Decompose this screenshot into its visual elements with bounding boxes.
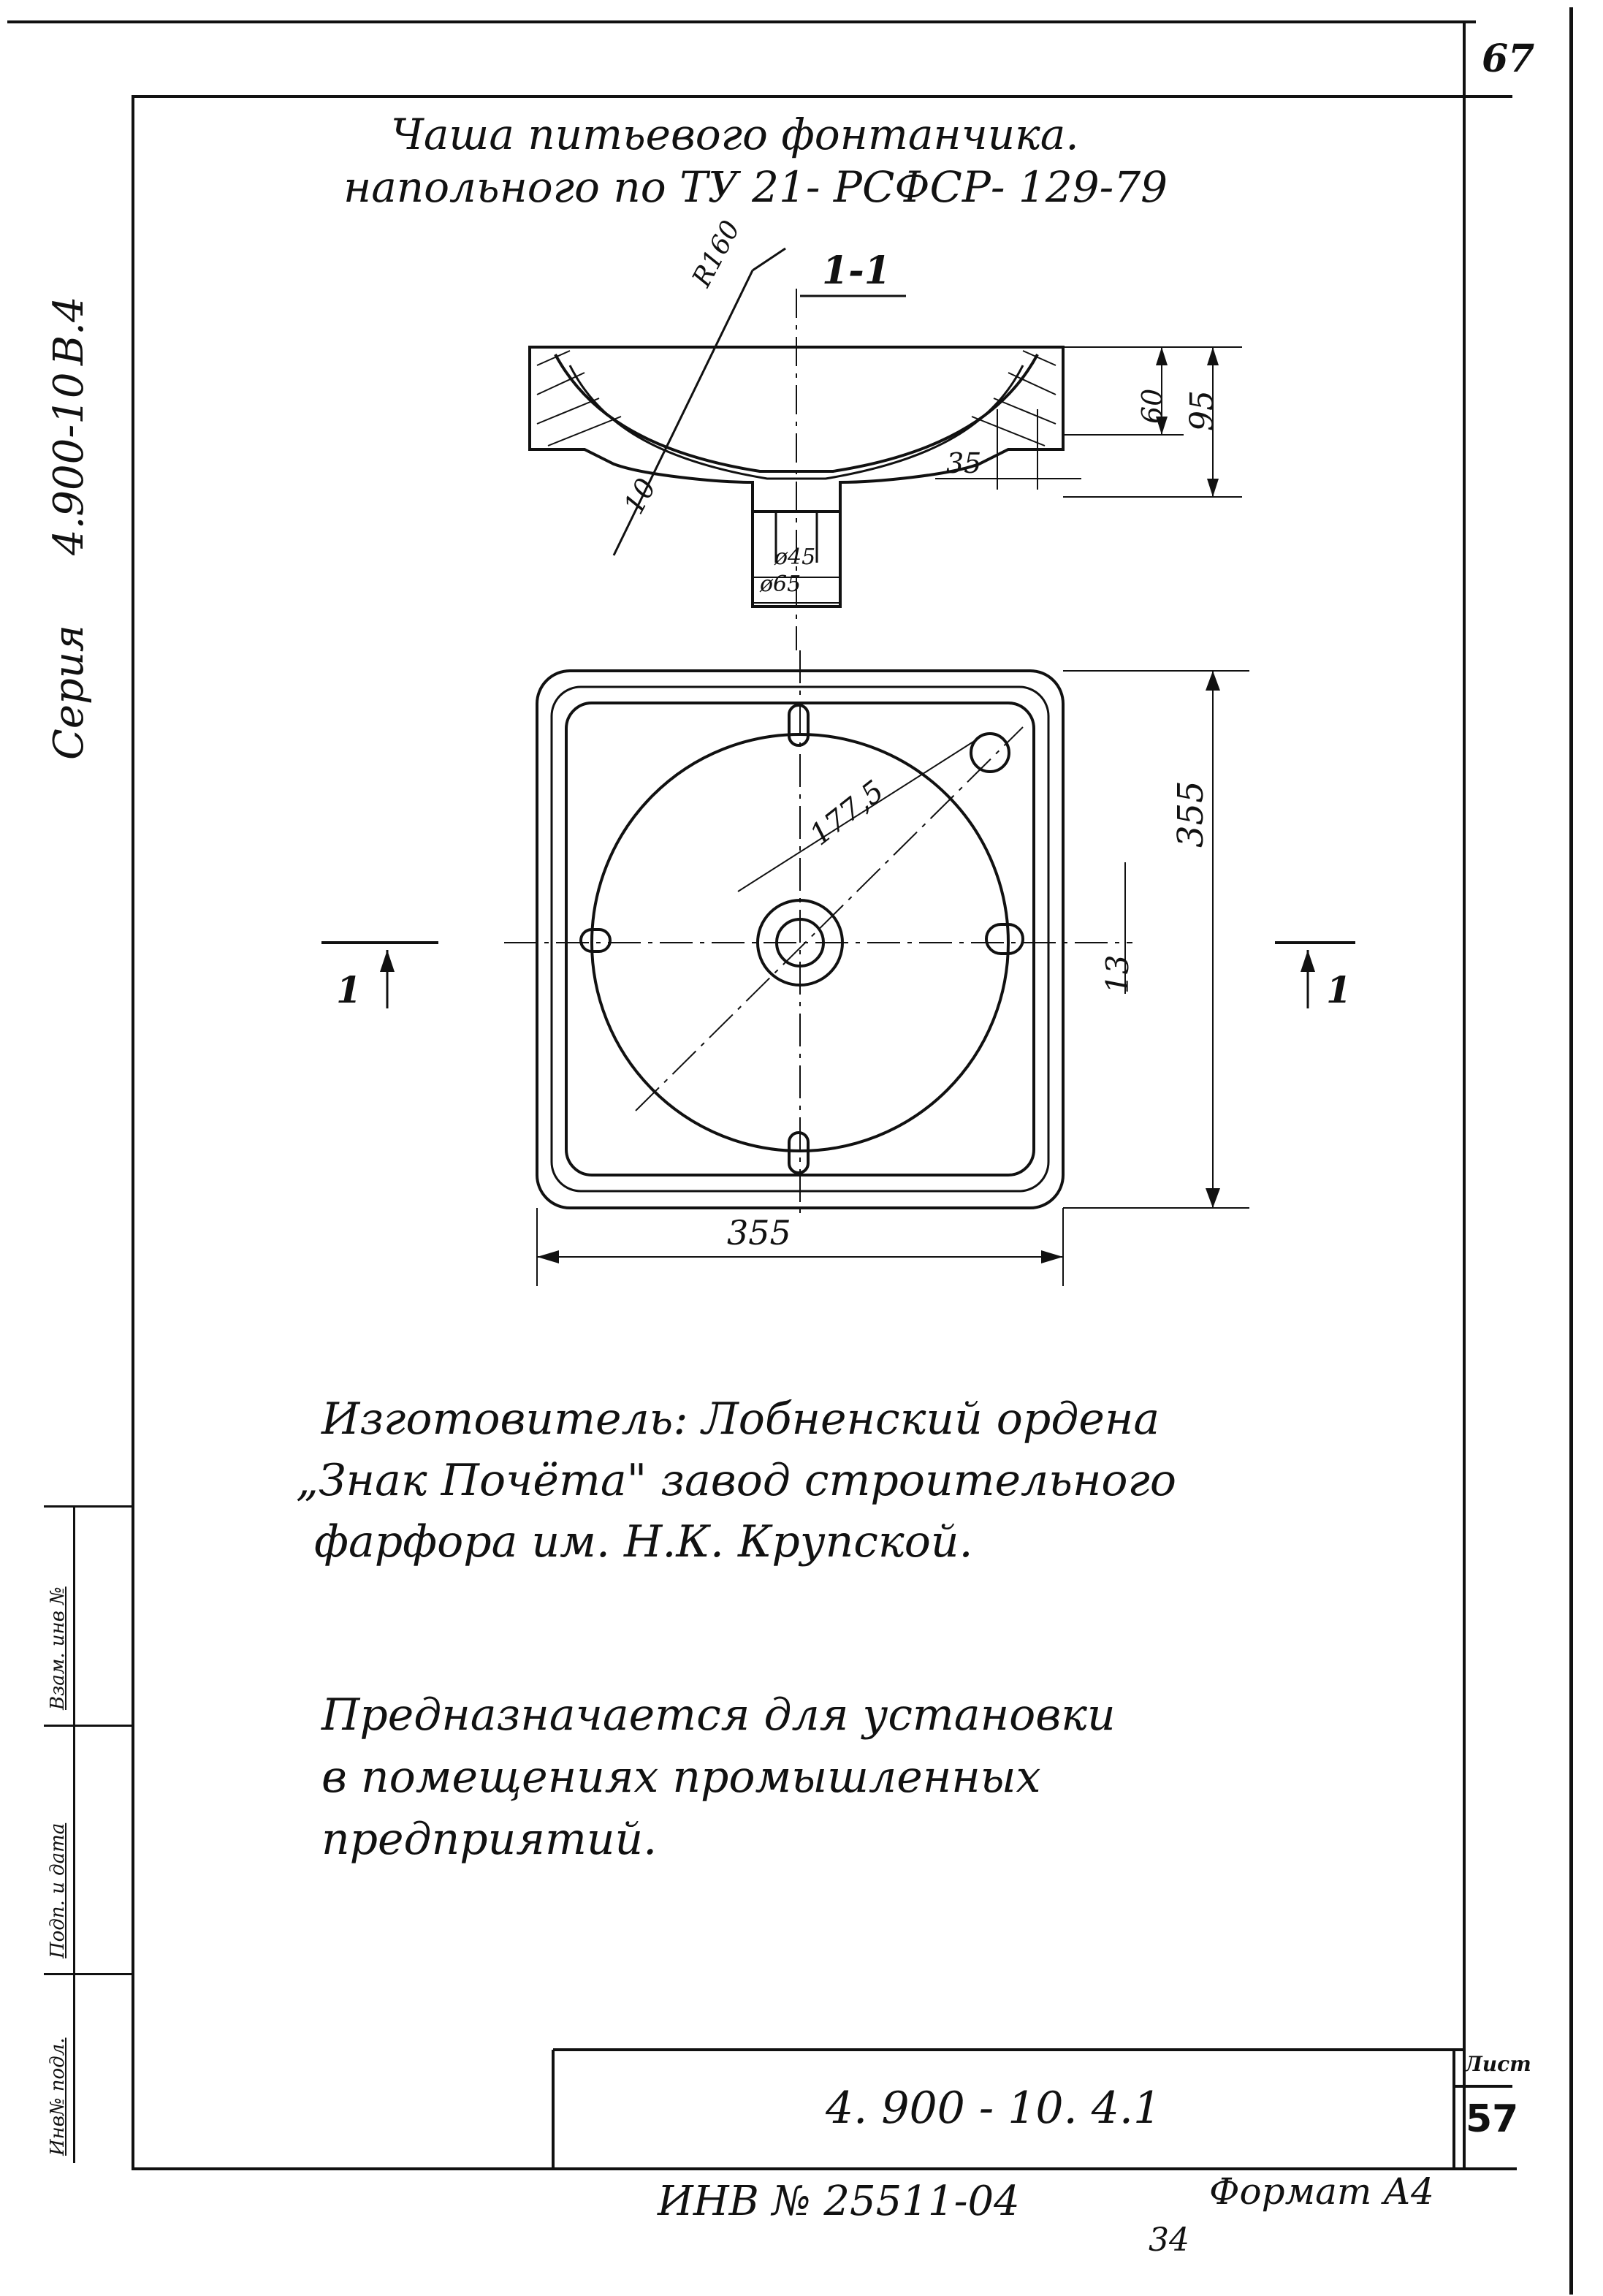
frame-right-outer [1569, 7, 1573, 2295]
title-block-code: 4. 900 - 10. 4.1 [826, 2083, 1162, 2134]
section-view [528, 247, 1242, 650]
footer-inventory-sub: 34 [1149, 2221, 1189, 2259]
dim-depth-outer: 95 [1184, 390, 1221, 431]
dim-drain-inner: ø45 [774, 544, 816, 570]
purpose-line1: Предназначается для установки [321, 1689, 1116, 1741]
plan-inner-rect [565, 702, 1035, 1176]
dim-wall: 10 [617, 473, 663, 520]
left-stamp-cell1: Инв№ подл. [47, 2037, 69, 2156]
dim-diagonal-radius: 177,5 [804, 774, 891, 853]
left-stamp-h1 [44, 1505, 134, 1508]
frame-top-outer [7, 20, 1476, 23]
purpose-line2: в помещениях промышленных [321, 1752, 1041, 1803]
frame-top [132, 95, 1512, 98]
plan-drain-inner [775, 918, 825, 968]
dim-depth-inner: 60 [1136, 388, 1168, 424]
plan-mid-rect [550, 685, 1050, 1193]
dim-hole-offset: 13 [1100, 954, 1135, 994]
plan-slot-top [788, 704, 810, 747]
purpose-line3: предприятий. [321, 1814, 658, 1865]
plan-slot-bottom [788, 1131, 810, 1174]
title-block-sheet-label: Лист [1464, 2052, 1531, 2076]
dim-offset: 35 [946, 447, 982, 479]
section-body-outline [528, 346, 1065, 513]
cut-marker-right: 1 [1326, 968, 1352, 1011]
side-series-code: 4.900-10 [45, 372, 93, 556]
plan-corner-hole [970, 732, 1010, 773]
dim-width: 355 [727, 1213, 791, 1252]
plan-slot-left [579, 928, 612, 953]
left-stamp-h3 [44, 1973, 134, 1975]
plan-drain-outer [756, 899, 844, 987]
cut-marker-left: 1 [336, 968, 362, 1011]
frame-right [1463, 20, 1466, 2169]
title-block-sheet-number: 57 [1466, 2097, 1519, 2141]
side-series-issue: В.4 [45, 296, 93, 365]
frame-bottom [132, 2167, 1517, 2170]
manufacturer-line3: фарфора им. Н.К. Крупской. [314, 1516, 973, 1567]
page-number-top: 67 [1482, 37, 1535, 81]
title-line2: напольного по ТУ 21- РСФСР- 129-79 [343, 162, 1168, 212]
plan-slot-right [985, 923, 1024, 955]
frame-left [132, 95, 134, 2170]
dim-height: 355 [1170, 780, 1211, 848]
left-stamp-h2 [44, 1725, 134, 1727]
left-stamp-cell3: Взам. инв № [47, 1586, 69, 1710]
footer-format: Формат А4 [1209, 2170, 1434, 2213]
plan-bowl-circle [590, 733, 1010, 1152]
title-line1: Чаша питьевого фонтанчика. [391, 110, 1079, 159]
left-stamp-cell2: Подп. и дата [47, 1822, 69, 1958]
footer-inventory: ИНВ № 25511-04 [658, 2178, 1020, 2225]
plan-view [321, 650, 1355, 1286]
dim-drain-outer: ø65 [760, 571, 802, 597]
manufacturer-line1: Изготовитель: Лобненский ордена [321, 1394, 1160, 1445]
left-stamp-vline [73, 1505, 75, 2163]
plan-outer-rect [536, 669, 1065, 1209]
manufacturer-line2: „Знак Почёта" завод строительного [296, 1455, 1176, 1506]
side-series-label: Серия [45, 625, 93, 760]
section-label: 1-1 [822, 248, 891, 293]
dim-radius: R160 [687, 216, 747, 292]
